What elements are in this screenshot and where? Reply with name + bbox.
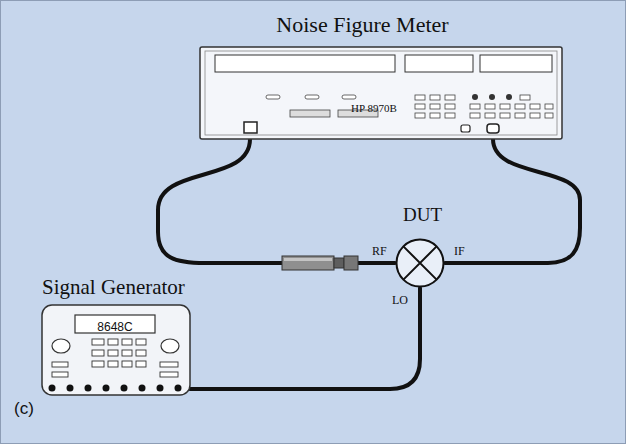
coax-cable bbox=[158, 139, 395, 263]
generator-housing bbox=[42, 305, 190, 395]
signal-generator-panel bbox=[42, 305, 190, 395]
meter-slot bbox=[342, 95, 356, 99]
if-input-port bbox=[487, 124, 499, 133]
port-label: RF bbox=[372, 244, 387, 259]
noise-source-highlight bbox=[284, 258, 332, 261]
meter-slot bbox=[305, 95, 319, 99]
noise-figure-meter: Noise Figure MeterHP 8970B bbox=[200, 47, 562, 139]
generator-knob bbox=[161, 339, 179, 353]
generator-knob bbox=[52, 339, 70, 353]
text-holder: 8648C bbox=[75, 317, 155, 335]
panel-letter: (c) bbox=[14, 399, 34, 419]
coax-cable bbox=[190, 288, 420, 389]
text-holder: DUT bbox=[403, 204, 442, 226]
text-holder: Signal Generator bbox=[42, 275, 185, 300]
mixer-cross bbox=[403, 246, 436, 279]
text-holder: HP 8970B bbox=[351, 98, 397, 116]
generator-display bbox=[75, 315, 155, 333]
text-holder: (c) bbox=[14, 399, 34, 419]
coax-cable bbox=[445, 139, 580, 263]
mixer-symbol: DUT bbox=[395, 238, 445, 288]
noise-source-body bbox=[282, 256, 334, 270]
device-label: DUT bbox=[403, 204, 442, 226]
model-number: 8648C bbox=[97, 320, 132, 334]
model-number: HP 8970B bbox=[351, 102, 397, 114]
meter-indicators bbox=[472, 94, 530, 100]
meter-display bbox=[405, 55, 473, 72]
text-holder: LO bbox=[392, 290, 408, 308]
text-holder: Noise Figure Meter bbox=[200, 12, 525, 38]
meter-port bbox=[461, 125, 470, 132]
noise-source-body bbox=[334, 258, 344, 268]
noise-source-port bbox=[244, 122, 257, 133]
text-holder: RF bbox=[372, 241, 387, 259]
meter-key bbox=[290, 110, 330, 117]
meter-display bbox=[215, 55, 395, 72]
noise-figure-meter-panel bbox=[200, 47, 562, 139]
meter-slot bbox=[266, 95, 280, 99]
generator-button-grid bbox=[52, 339, 178, 377]
port-label: IF bbox=[454, 244, 465, 259]
generator-connectors bbox=[49, 385, 182, 392]
mixer-circle bbox=[397, 240, 444, 287]
signal-generator: Signal Generator8648C bbox=[42, 305, 190, 395]
meter-button-grid bbox=[415, 95, 553, 118]
noise-source bbox=[282, 256, 358, 270]
instrument-title: Signal Generator bbox=[42, 275, 185, 300]
text-holder: IF bbox=[454, 241, 465, 259]
meter-bezel bbox=[205, 51, 557, 135]
noise-source-body bbox=[344, 256, 358, 270]
mixer-outline bbox=[395, 238, 445, 288]
meter-housing bbox=[200, 47, 562, 139]
port-label: LO bbox=[392, 293, 408, 308]
instrument-title: Noise Figure Meter bbox=[276, 12, 448, 38]
meter-display bbox=[480, 55, 552, 72]
